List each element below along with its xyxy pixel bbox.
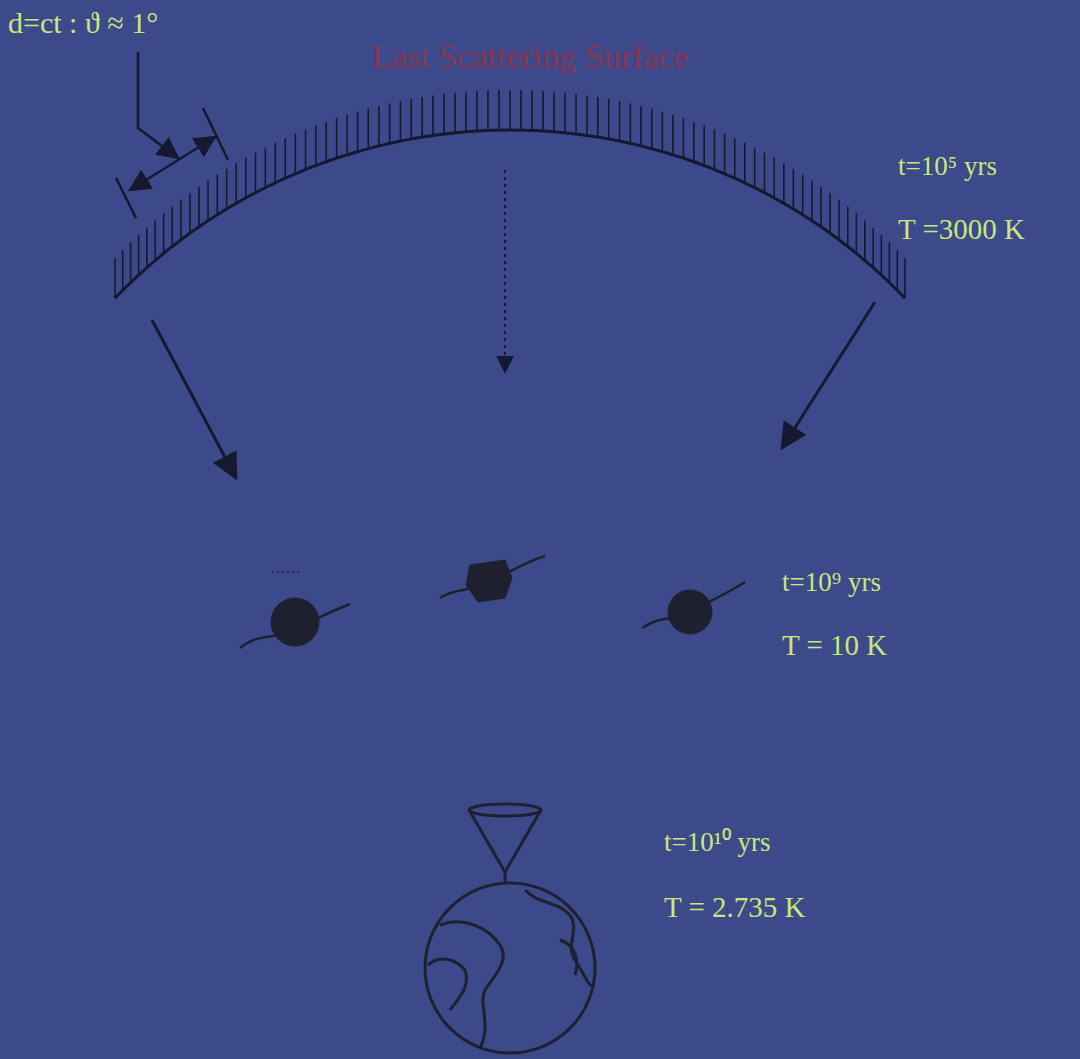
hatch-tick [531,90,533,130]
angle-label: d=ct : ϑ ≈ 1° [8,6,158,39]
hatch-tick [896,250,898,290]
hatch-tick [703,126,705,166]
hatch-tick [811,181,813,221]
hatch-tick [683,118,685,158]
hatch-tick [714,130,716,170]
hatch-tick [207,181,209,221]
hatch-tick [630,103,632,143]
hatch-tick [274,143,276,183]
hatch-tick [487,90,489,130]
hatch-tick [421,97,423,137]
hatch-tick [724,134,726,174]
hatch-tick [432,95,434,135]
hatch-tick [265,148,267,188]
hatch-tick [357,112,359,152]
surface-arc [115,130,905,298]
hatch-tick [138,235,140,275]
hatch-tick [346,115,348,155]
galaxy [240,556,745,648]
hatch-tick [597,97,599,137]
hatch-tick [553,92,555,132]
hatch-tick [315,126,317,166]
hatch-tick [465,92,467,132]
hatch-tick [400,101,402,141]
hatch-tick [651,109,653,149]
temperature-label: T = 2.735 K [664,892,806,924]
hatch-tick [154,220,156,260]
hatch-tick [325,122,327,162]
hatch-tick [619,101,621,141]
time-label: t=10⁹ yrs [782,568,881,598]
hatch-tick [838,200,840,240]
angle-indicator [116,52,228,218]
temperature-label: T =3000 K [898,214,1025,246]
hatch-tick [245,158,247,198]
hatch-tick [130,243,132,283]
hatch-tick [336,118,338,158]
last-scattering-surface [115,90,905,298]
hatch-tick [640,106,642,146]
hatch-tick [904,258,906,298]
hatch-tick [608,99,610,139]
hatch-tick [295,134,297,174]
hatch-tick [793,169,795,209]
hatch-tick [744,143,746,183]
hatch-tick [872,228,874,268]
hatch-tick [476,91,478,131]
hatch-tick [847,206,849,246]
time-label: t=10⁵ yrs [898,152,997,182]
hatch-tick [189,193,191,233]
hatch-tick [734,138,736,178]
earth [425,883,595,1053]
hatch-tick [443,94,445,134]
hatch-tick [881,235,883,275]
hatch-tick [575,94,577,134]
hatch-tick [764,153,766,193]
hatch-tick [378,106,380,146]
hatch-tick [889,243,891,283]
hatch-tick [662,112,664,152]
hatch-tick [454,93,456,133]
hatch-tick [255,153,257,193]
hatch-tick [171,206,173,246]
hatch-tick [198,187,200,227]
hatch-tick [783,163,785,203]
hatch-tick [672,115,674,155]
hatch-tick [146,228,148,268]
hatch-tick [180,200,182,240]
time-label: t=10¹⁰ yrs [664,828,771,858]
hatch-tick [216,175,218,215]
hatch-tick [754,148,756,188]
hatch-tick [802,175,804,215]
hatch-tick [520,90,522,130]
light-ray [152,170,875,478]
surface-title: Last Scattering Surface [371,38,688,75]
hatch-tick [586,95,588,135]
hatch-tick [864,220,866,260]
hatch-tick [410,99,412,139]
hatch-tick [284,138,286,178]
hatch-tick [163,213,165,253]
hatch-tick [235,163,237,203]
hatch-tick [542,91,544,131]
hatch-tick [509,90,511,130]
hatch-tick [564,93,566,133]
temperature-label: T = 10 K [782,630,887,662]
hatch-tick [389,103,391,143]
hatch-tick [122,250,124,290]
hatch-tick [829,193,831,233]
hatch-tick [820,187,822,227]
hatch-tick [856,213,858,253]
hatch-tick [226,169,228,209]
telescope [469,804,541,884]
hatch-tick [114,258,116,298]
hatch-tick [305,130,307,170]
hatch-tick [367,109,369,149]
hatch-tick [693,122,695,162]
hatch-tick [773,158,775,198]
hatch-tick [498,90,500,130]
